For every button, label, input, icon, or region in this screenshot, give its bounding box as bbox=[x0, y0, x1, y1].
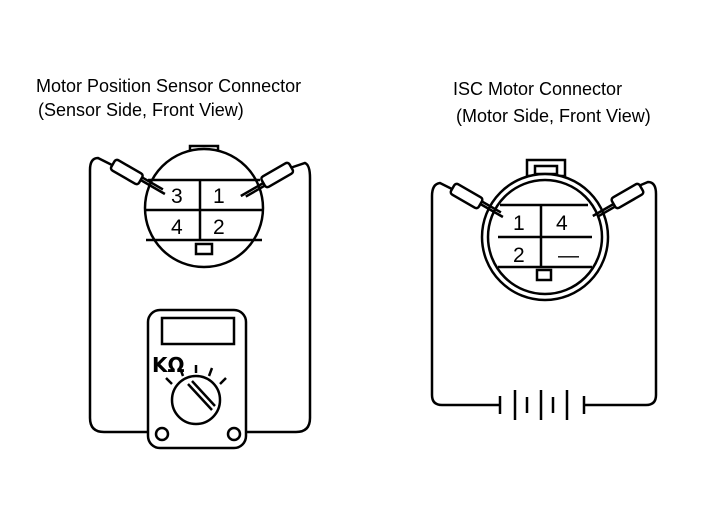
ohmmeter: KΩ bbox=[146, 308, 248, 450]
pin-label-2: 2 bbox=[213, 216, 225, 239]
dial-tick-2 bbox=[178, 367, 185, 377]
isc-probe-right bbox=[592, 182, 645, 218]
isc-pin-label-1: 1 bbox=[513, 212, 525, 235]
meter-display bbox=[160, 316, 236, 346]
motor-position-sensor-panel: Motor Position Sensor Connector (Sensor … bbox=[36, 76, 312, 450]
right-wire-right bbox=[584, 180, 658, 407]
dial-tick-5 bbox=[219, 377, 227, 385]
pin-label-3: 3 bbox=[171, 185, 183, 208]
pin-label-4: 4 bbox=[171, 216, 183, 239]
left-lead-wire-right bbox=[246, 161, 312, 434]
isc-pin-label-2: 2 bbox=[513, 244, 525, 267]
left-title-line1: Motor Position Sensor Connector bbox=[36, 76, 301, 96]
meter-jack-left bbox=[154, 426, 170, 442]
right-wire-left bbox=[430, 181, 500, 407]
isc-probe-left bbox=[449, 182, 504, 219]
connector-bottom-key bbox=[194, 242, 214, 256]
connector-shell bbox=[143, 147, 265, 269]
isc-motor-panel: ISC Motor Connector (Motor Side, Front V… bbox=[430, 79, 658, 420]
isc-pin-label-blank: — bbox=[558, 244, 579, 267]
isc-motor-connector: 1 4 2 — bbox=[480, 158, 610, 302]
pin-label-1: 1 bbox=[213, 185, 225, 208]
meter-jack-right bbox=[226, 426, 242, 442]
left-lead-wire-left bbox=[88, 156, 158, 434]
right-title-line1: ISC Motor Connector bbox=[453, 79, 622, 99]
dial-tick-1 bbox=[165, 377, 173, 385]
meter-dial-pointer-edge bbox=[191, 380, 216, 407]
sensor-connector: 3 1 4 2 bbox=[143, 144, 265, 269]
probe-left bbox=[109, 158, 166, 196]
battery-icon bbox=[498, 390, 586, 420]
meter-dial-pointer bbox=[187, 383, 213, 411]
dial-tick-4 bbox=[207, 367, 214, 377]
isc-connector-inner-ring bbox=[486, 178, 604, 296]
right-title-line2: (Motor Side, Front View) bbox=[456, 106, 651, 126]
meter-unit-label: KΩ bbox=[152, 353, 185, 377]
meter-dial bbox=[170, 374, 222, 426]
probe-right bbox=[240, 161, 295, 198]
left-title-line2: (Sensor Side, Front View) bbox=[38, 100, 244, 120]
isc-connector-bottom-key bbox=[535, 268, 553, 282]
isc-pin-label-4: 4 bbox=[556, 212, 568, 235]
